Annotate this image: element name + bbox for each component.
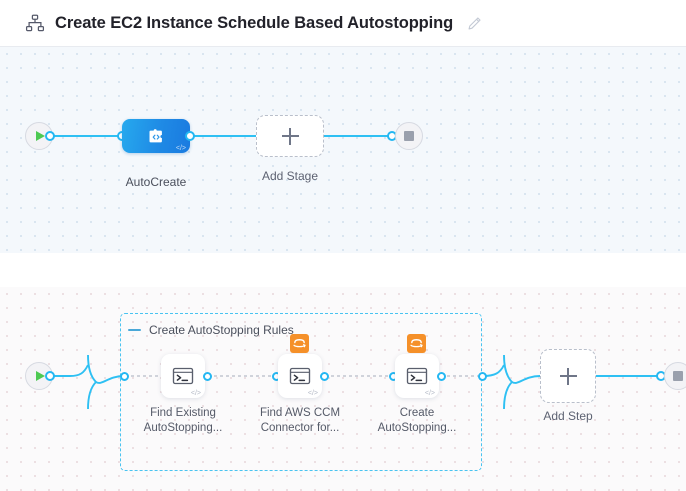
step-1-type-badge: </> — [190, 390, 201, 397]
add-step-label: Add Step — [543, 409, 593, 423]
step-group-container[interactable] — [120, 313, 482, 471]
step-group-header[interactable]: Create AutoStopping Rules — [128, 323, 294, 337]
play-icon — [36, 371, 45, 381]
step-canvas[interactable]: Create AutoStopping Rules </> Find Exist… — [0, 287, 686, 491]
plus-icon — [559, 367, 577, 385]
pipeline-header: Create EC2 Instance Schedule Based Autos… — [0, 0, 686, 47]
pipeline-nodes-icon — [24, 12, 46, 34]
pencil-edit-icon[interactable] — [465, 14, 483, 32]
step-3-output-port[interactable] — [437, 372, 446, 381]
stage-wires — [48, 135, 391, 137]
step-node-find-existing-autostopping[interactable]: </> — [161, 354, 205, 398]
execution-end[interactable] — [664, 362, 686, 390]
aws-icon — [290, 334, 309, 353]
shell-script-icon — [406, 367, 428, 385]
stage-label-autocreate: AutoCreate — [125, 175, 187, 189]
shell-script-icon — [289, 367, 311, 385]
step-3-type-badge: </> — [424, 390, 435, 397]
plus-icon — [281, 127, 299, 145]
execution-start-output-port[interactable] — [45, 371, 55, 381]
stage-node-autocreate[interactable]: </> — [122, 119, 190, 153]
add-stage-button[interactable] — [256, 115, 324, 157]
step-2-type-badge: </> — [307, 390, 318, 397]
add-step-button[interactable] — [540, 349, 596, 403]
add-stage-label: Add Stage — [261, 169, 319, 183]
canvas-divider — [0, 253, 686, 287]
play-icon — [36, 131, 45, 141]
aws-icon — [407, 334, 426, 353]
stage-type-badge: </> — [175, 145, 186, 152]
stop-square-icon — [404, 131, 414, 141]
stop-square-icon — [673, 371, 683, 381]
step-2-output-port[interactable] — [320, 372, 329, 381]
page-title: Create EC2 Instance Schedule Based Autos… — [55, 13, 454, 32]
step-group-title: Create AutoStopping Rules — [149, 323, 294, 337]
stage-output-port[interactable] — [185, 131, 195, 141]
custom-stage-code-icon — [149, 129, 162, 143]
step-1-output-port[interactable] — [203, 372, 212, 381]
pipeline-end[interactable] — [395, 122, 423, 150]
stage-canvas[interactable]: </> AutoCreate Add Stage — [0, 47, 686, 253]
start-output-port[interactable] — [45, 131, 55, 141]
step-node-find-aws-ccm-connector[interactable]: </> — [278, 334, 322, 398]
step-node-create-autostopping[interactable]: </> — [395, 334, 439, 398]
shell-script-icon — [172, 367, 194, 385]
step-1-input-port[interactable] — [120, 372, 129, 381]
minus-collapse-icon[interactable] — [128, 329, 141, 331]
step-group-output-port[interactable] — [478, 372, 487, 381]
